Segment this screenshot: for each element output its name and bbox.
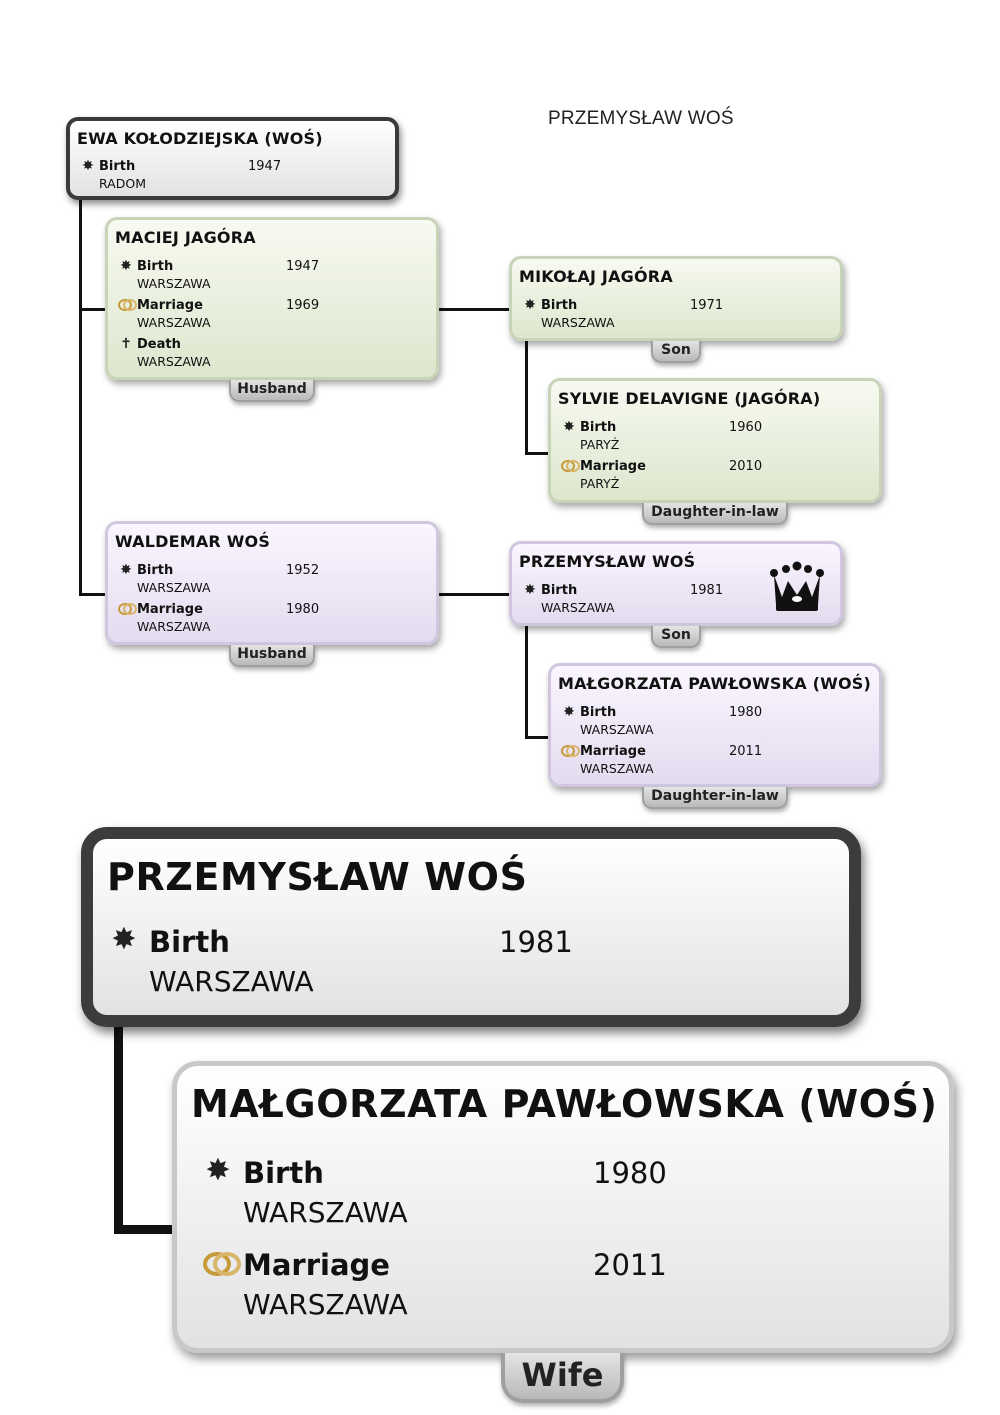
birth-icon: ✸ — [82, 158, 94, 174]
event-place: WARSZAWA — [137, 580, 211, 595]
connector-line — [438, 593, 512, 596]
event-label: Birth — [580, 420, 617, 435]
person-card-maciej[interactable]: MACIEJ JAGÓRA ✸ Birth 1947 WARSZAWA Marr… — [105, 217, 439, 380]
connector-line — [438, 308, 512, 311]
event-place: PARYŻ — [580, 437, 620, 452]
event-place: WARSZAWA — [580, 722, 654, 737]
event-place: WARSZAWA — [243, 1288, 408, 1321]
connector-line — [525, 340, 528, 455]
connector-line — [114, 1225, 176, 1234]
event-label: Marriage — [580, 744, 646, 759]
event-place: WARSZAWA — [541, 315, 615, 330]
event-place: WARSZAWA — [541, 600, 615, 615]
person-name: MAŁGORZATA PAWŁOWSKA (WOŚ) — [191, 1082, 938, 1126]
person-name: MIKOŁAJ JAGÓRA — [519, 267, 673, 286]
birth-icon: ✸ — [563, 704, 575, 720]
connector-line — [525, 736, 550, 739]
page-title: PRZEMYSŁAW WOŚ — [548, 108, 734, 129]
rings-icon — [561, 743, 580, 759]
person-name: EWA KOŁODZIEJSKA (WOŚ) — [77, 129, 323, 148]
event-label: Marriage — [137, 298, 203, 313]
relation-tab: Daughter-in-law — [642, 503, 788, 525]
event-label: Death — [137, 337, 181, 352]
event-place: WARSZAWA — [243, 1196, 408, 1229]
person-name: PRZEMYSŁAW WOŚ — [107, 855, 528, 899]
event-year: 1947 — [248, 159, 282, 174]
crown-icon — [770, 561, 824, 611]
event-label: Birth — [541, 298, 578, 313]
connector-line — [79, 198, 82, 596]
connector-line — [114, 1022, 123, 1233]
relation-tab: Son — [651, 341, 701, 363]
cross-icon: ✝ — [120, 336, 132, 352]
event-place: WARSZAWA — [137, 354, 211, 369]
rings-icon — [118, 297, 137, 313]
focus-card-main[interactable]: PRZEMYSŁAW WOŚ ✸ Birth 1981 WARSZAWA — [81, 827, 861, 1027]
event-year: 1969 — [286, 298, 320, 313]
event-year: 1952 — [286, 563, 320, 578]
person-name: PRZEMYSŁAW WOŚ — [519, 552, 696, 571]
person-name: WALDEMAR WOŚ — [115, 532, 271, 551]
person-name: SYLVIE DELAVIGNE (JAGÓRA) — [558, 389, 821, 408]
relation-tab: Son — [651, 626, 701, 648]
event-year: 1971 — [690, 298, 724, 313]
rings-icon — [118, 601, 137, 617]
event-place: PARYŻ — [580, 476, 620, 491]
event-year: 1981 — [499, 925, 573, 959]
event-label: Marriage — [580, 459, 646, 474]
focus-card-spouse[interactable]: MAŁGORZATA PAWŁOWSKA (WOŚ) ✸ Birth 1980 … — [172, 1061, 954, 1353]
relation-tab: Husband — [229, 645, 315, 667]
event-label: Birth — [243, 1156, 324, 1190]
rings-icon — [561, 458, 580, 474]
birth-icon: ✸ — [120, 258, 132, 274]
event-label: Birth — [99, 159, 136, 174]
event-year: 1960 — [729, 420, 763, 435]
event-year: 1980 — [286, 602, 320, 617]
event-place: WARSZAWA — [580, 761, 654, 776]
event-label: Marriage — [137, 602, 203, 617]
event-place: WARSZAWA — [137, 619, 211, 634]
event-label: Birth — [137, 259, 174, 274]
event-label: Marriage — [243, 1248, 390, 1282]
person-card-sylvie[interactable]: SYLVIE DELAVIGNE (JAGÓRA) ✸ Birth 1960 P… — [548, 378, 882, 503]
event-label: Birth — [541, 583, 578, 598]
connector-line — [79, 308, 108, 311]
relation-tab: Husband — [229, 380, 315, 402]
person-card-przemyslaw[interactable]: PRZEMYSŁAW WOŚ ✸ Birth 1981 WARSZAWA — [509, 541, 843, 626]
relation-tab: Daughter-in-law — [642, 787, 788, 809]
event-year: 1980 — [729, 705, 763, 720]
birth-icon: ✸ — [524, 297, 536, 313]
event-year: 1947 — [286, 259, 320, 274]
connector-line — [525, 452, 550, 455]
event-place: RADOM — [99, 176, 146, 191]
event-year: 2011 — [729, 744, 763, 759]
event-place: WARSZAWA — [137, 276, 211, 291]
relation-tab: Wife — [501, 1353, 624, 1403]
event-label: Birth — [580, 705, 617, 720]
event-year: 2010 — [729, 459, 763, 474]
event-label: Birth — [149, 925, 230, 959]
person-card-waldemar[interactable]: WALDEMAR WOŚ ✸ Birth 1952 WARSZAWA Marri… — [105, 521, 439, 645]
rings-icon — [203, 1248, 241, 1278]
person-card-ewa[interactable]: EWA KOŁODZIEJSKA (WOŚ) ✸ Birth 1947 RADO… — [66, 117, 399, 200]
person-name: MACIEJ JAGÓRA — [115, 228, 256, 247]
event-place: WARSZAWA — [137, 315, 211, 330]
connector-line — [525, 624, 528, 739]
event-year: 1980 — [593, 1156, 667, 1190]
person-name: MAŁGORZATA PAWŁOWSKA (WOŚ) — [558, 674, 871, 693]
birth-icon: ✸ — [563, 419, 575, 435]
connector-line — [79, 593, 108, 596]
person-card-mikolaj[interactable]: MIKOŁAJ JAGÓRA ✸ Birth 1971 WARSZAWA — [509, 256, 843, 341]
birth-icon: ✸ — [120, 562, 132, 578]
birth-icon: ✸ — [205, 1153, 231, 1188]
event-year: 1981 — [690, 583, 724, 598]
person-card-malgorzata[interactable]: MAŁGORZATA PAWŁOWSKA (WOŚ) ✸ Birth 1980 … — [548, 663, 882, 787]
birth-icon: ✸ — [111, 922, 137, 957]
event-place: WARSZAWA — [149, 965, 314, 998]
birth-icon: ✸ — [524, 582, 536, 598]
event-year: 2011 — [593, 1248, 667, 1282]
event-label: Birth — [137, 563, 174, 578]
